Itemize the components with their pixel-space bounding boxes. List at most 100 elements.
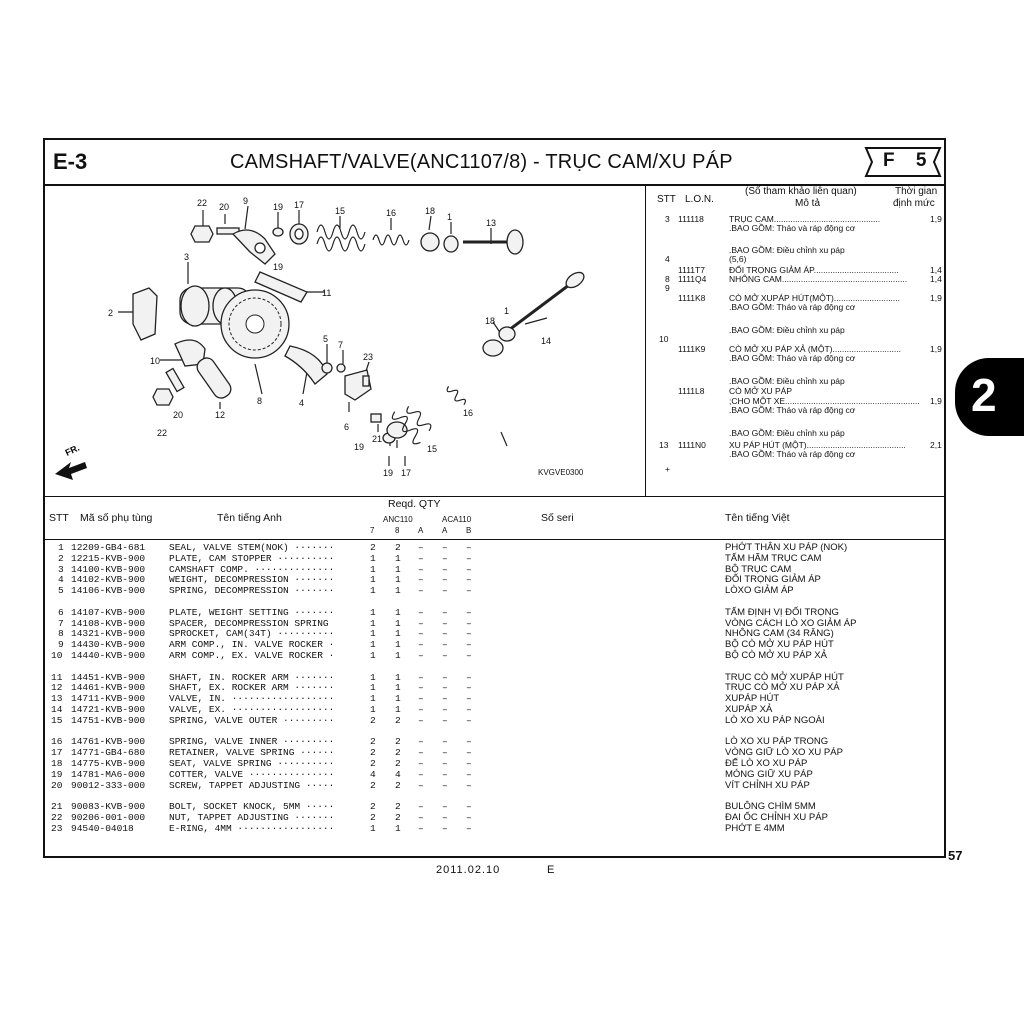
svg-text:6: 6 [344,422,349,432]
col-qty-7: 7 [370,526,375,535]
ref-col-desc-1: (Số tham khảo liên quan) [745,186,857,197]
svg-text:1: 1 [504,306,509,316]
row-qty: – [466,779,472,791]
ref-desc: NHÔNG CAM...............................… [729,274,908,284]
row-qty: – [466,574,472,586]
row-english-name: BOLT, SOCKET KNOCK, 5MM ····· [169,801,335,813]
row-qty: – [466,758,472,769]
row-qty: 1 [395,682,401,694]
ref-time: 1,9 [930,396,942,406]
svg-text:10: 10 [150,356,160,366]
row-english-name: SPACER, DECOMPRESSION SPRING [169,617,329,629]
row-part-number: 14108-KVB-900 [71,617,146,629]
row-qty: 1 [370,617,376,629]
row-qty: 1 [370,671,376,683]
row-stt: 20 [51,779,63,791]
row-qty: – [418,704,424,715]
table-row[interactable]: 5 14106-KVB-900 SPRING, DECOMPRESSION ····… [45,585,944,596]
svg-text:21: 21 [372,434,382,444]
row-qty: – [466,747,472,759]
row-qty: – [442,628,448,640]
svg-text:13: 13 [486,218,496,228]
section-badge: F 5 [883,150,935,171]
row-english-name: SPRING, DECOMPRESSION ······· [169,585,335,597]
row-part-number: 14107-KVB-900 [71,606,146,618]
col-english-name: Tên tiếng Anh [217,512,282,524]
edition-code: E [547,864,555,876]
row-qty: 2 [395,758,401,769]
row-qty: 2 [395,812,401,823]
row-part-number: 14451-KVB-900 [71,671,146,683]
row-qty: – [466,628,472,640]
chapter-tab[interactable]: 2 [955,358,1024,436]
svg-text:19: 19 [354,442,364,452]
svg-text:18: 18 [485,316,495,326]
row-stt: 10 [51,650,63,661]
row-qty: – [418,736,424,748]
row-stt: 22 [51,812,63,823]
row-part-number: 14711-KVB-900 [71,693,146,705]
row-qty: 1 [395,617,401,629]
row-qty: 1 [370,822,376,834]
ref-lon: 111118 [678,214,704,224]
ref-desc: .BAO GỒM: Tháo và ráp động cơ [729,353,856,363]
row-qty: – [442,768,448,780]
row-part-number: 14771-GB4-680 [71,747,146,759]
row-english-name: SEAT, VALVE SPRING ·········· [169,758,335,769]
svg-text:22: 22 [197,198,207,208]
row-part-number: 14106-KVB-900 [71,585,146,597]
chapter-tab-number: 2 [971,369,997,421]
ref-desc: .BAO GỒM: Tháo và ráp động cơ [729,223,856,233]
row-vietnamese-name: TẤM ĐỊNH VỊ ĐỐI TRỌNG [725,606,839,618]
row-qty: – [442,552,448,564]
col-serial: Số seri [541,512,574,524]
row-vietnamese-name: TẤM HÃM TRỤC CAM [725,552,822,564]
ref-stt: 13 [659,440,669,450]
svg-text:23: 23 [363,352,373,362]
row-part-number: 14440-KVB-900 [71,650,146,661]
row-part-number: 90206-001-000 [71,812,146,823]
row-vietnamese-name: LÒXO GIẢM ÁP [725,585,794,597]
row-qty: 1 [370,574,376,586]
svg-text:7: 7 [338,340,343,350]
col-stt: STT [49,512,69,524]
row-english-name: WEIGHT, DECOMPRESSION ······· [169,574,335,586]
ref-desc: .BAO GỒM: Điều chỉnh xu páp [729,428,845,438]
row-qty: 1 [370,650,376,661]
row-qty: – [466,563,472,575]
row-qty: 2 [395,736,401,748]
row-qty: – [442,736,448,748]
row-qty: – [466,812,472,823]
row-english-name: PLATE, WEIGHT SETTING ······· [169,606,335,618]
row-stt: 4 [58,574,64,586]
row-qty: – [466,768,472,780]
ref-lon: 1111K8 [678,293,706,303]
row-qty: – [442,693,448,705]
exploded-diagram-drawing: 22 20 9 19 17 15 16 18 1 13 3 19 11 2 18… [55,196,585,480]
row-stt: 5 [58,585,64,597]
ref-stt: 3 [665,214,670,224]
row-vietnamese-name: BỘ TRỤC CAM [725,563,792,575]
